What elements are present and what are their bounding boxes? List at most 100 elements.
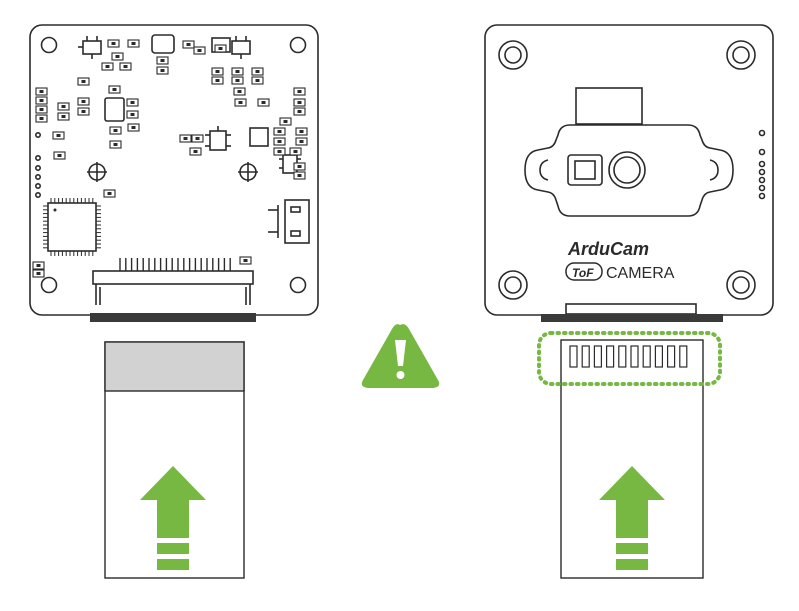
camera-front-board — [484, 24, 774, 316]
smd-passive — [108, 85, 121, 94]
emitter-window — [567, 154, 603, 186]
mounting-hole-icon — [289, 36, 307, 54]
cable-plug-left — [90, 313, 256, 322]
qfp-processor-chip — [47, 202, 97, 252]
smd-passive — [179, 134, 192, 143]
smd-passive — [234, 98, 247, 107]
smd-passive — [57, 102, 70, 111]
camera-lens-icon — [608, 151, 646, 189]
cable-contact-pad — [679, 345, 688, 368]
mounting-hole-icon — [289, 276, 307, 294]
smd-passive — [233, 87, 246, 96]
smd-passive — [35, 96, 48, 105]
smd-passive — [295, 127, 308, 136]
side-connector — [268, 199, 310, 244]
smd-passive — [109, 126, 122, 135]
smd-passive — [156, 56, 169, 65]
smd-passive — [107, 39, 120, 48]
smd-passive — [35, 105, 48, 114]
mounting-hole-icon — [726, 270, 756, 300]
arrow-up-icon — [599, 466, 665, 570]
smd-passive — [191, 134, 204, 143]
smd-passive — [279, 117, 292, 126]
cable-contact-pad — [605, 345, 615, 368]
lens-holder — [524, 124, 734, 217]
passive-components — [32, 39, 308, 278]
mounting-hole-icon — [726, 40, 756, 70]
screw-icon — [238, 162, 258, 182]
cable-contacts — [569, 345, 688, 368]
smd-passive — [189, 147, 202, 156]
test-point — [758, 148, 766, 156]
smd-passive — [273, 147, 286, 156]
logo-brand-text: ArduCam — [567, 239, 649, 259]
transistor-top-right — [231, 36, 251, 59]
mounting-hole-icon — [498, 270, 528, 300]
sensor-flex — [575, 87, 643, 125]
mounting-hole-icon — [40, 276, 58, 294]
smd-passive — [211, 76, 224, 85]
smd-passive — [111, 52, 124, 61]
smd-passive — [77, 107, 90, 116]
fpc-cable-left — [104, 341, 245, 579]
smd-passive — [77, 77, 90, 86]
smd-passive — [35, 114, 48, 123]
ic-chip — [104, 97, 125, 122]
smd-passive — [32, 269, 45, 278]
test-point — [758, 184, 766, 192]
smd-passive — [289, 147, 302, 156]
test-point — [34, 183, 41, 190]
cable-contact-pad — [618, 345, 627, 368]
test-point — [758, 129, 766, 137]
test-point — [758, 160, 766, 168]
warning-triangle-icon — [361, 324, 440, 388]
smd-passive — [293, 107, 306, 116]
cable-contact-pad — [642, 345, 651, 368]
smd-passive — [239, 256, 252, 265]
arducam-logo: ArduCam ToF CAMERA — [565, 239, 675, 282]
cable-contact-pad — [593, 345, 603, 368]
oscillator-chip — [151, 34, 175, 54]
smd-passive — [103, 189, 116, 198]
smd-passive — [35, 87, 48, 96]
smd-passive — [231, 76, 244, 85]
test-point — [758, 168, 766, 176]
smd-passive — [127, 39, 140, 48]
cable-contact-pad — [569, 345, 578, 368]
test-point — [34, 165, 41, 172]
smd-passive — [293, 162, 306, 171]
smd-passive — [126, 110, 139, 119]
smd-passive — [182, 40, 195, 49]
smd-passive — [211, 67, 224, 76]
smd-passive — [32, 261, 45, 270]
regulator-chip — [205, 126, 231, 151]
fpc-connector-board — [92, 270, 254, 305]
smd-passive — [214, 44, 227, 53]
smd-passive — [52, 131, 65, 140]
test-point — [34, 174, 41, 181]
smd-passive — [77, 97, 90, 106]
smd-passive — [293, 87, 306, 96]
transistor-top-left — [78, 36, 102, 59]
cable-stiffener-gray — [104, 341, 245, 392]
smd-passive — [273, 137, 286, 146]
test-point — [34, 132, 41, 139]
contacts-highlight — [537, 331, 722, 386]
smd-passive — [273, 127, 286, 136]
cable-contact-pad — [666, 345, 676, 368]
smd-passive — [126, 98, 139, 107]
smd-passive — [293, 98, 306, 107]
smd-passive — [231, 67, 244, 76]
smd-passive — [156, 66, 169, 75]
cable-plug-right — [541, 314, 723, 322]
test-point — [758, 192, 766, 200]
fpc-cable-right — [560, 339, 704, 579]
smd-passive — [193, 46, 206, 55]
arrow-up-icon — [140, 466, 206, 570]
test-point — [34, 192, 41, 199]
smd-passive — [295, 137, 308, 146]
cable-contact-pad — [654, 345, 664, 368]
smd-passive — [127, 123, 140, 132]
